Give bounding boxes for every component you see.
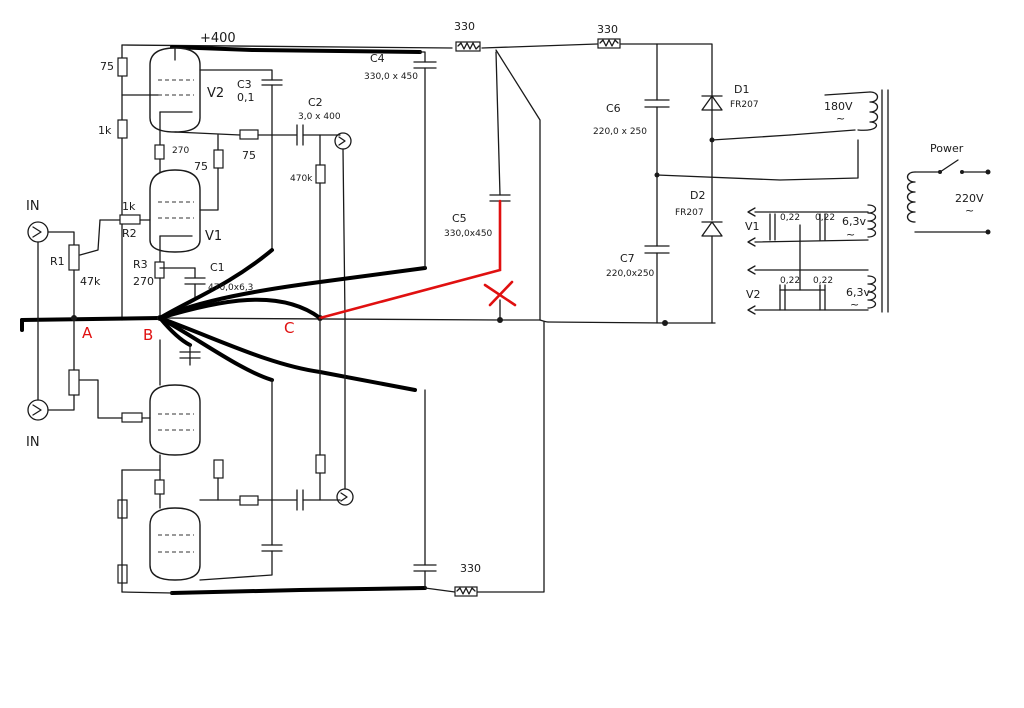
label-r2: R2 [122,227,137,240]
label-c5-val: 330,0x450 [444,229,493,239]
label-point-b: B [143,326,153,344]
resistor-75-v2 [117,57,128,77]
resistor-r1 [68,244,80,271]
heater-coil-v2 [867,275,877,309]
label-v2: V2 [207,86,224,101]
label-mains-220v: 220V [955,192,984,205]
label-secondary-180v: 180V [824,100,853,113]
diode-d2 [701,221,723,237]
resistor-270-lower [154,479,165,495]
output-jack-top [334,132,352,150]
resistor-330-lower [454,586,478,597]
label-in-top: IN [26,199,40,214]
ground-bus [20,315,716,332]
label-d1-val: FR207 [730,100,759,110]
label-c6-val: 220,0 x 250 [593,127,647,137]
label-r1: R1 [50,255,65,268]
label-heater-v1: V1 [745,220,760,233]
top-supply-rail [121,38,713,93]
label-in-bottom: IN [26,435,40,450]
label-point-a: A [82,324,93,342]
label-cap-022-c: 0,22 [780,276,800,286]
resistor-75-mid [213,149,224,169]
resistor-470k-top [315,164,326,184]
label-point-c: C [284,319,294,337]
label-tilde-180v: ~ [836,112,845,125]
label-r2-val: 1k [122,200,136,213]
label-r-75-top: 75 [100,60,114,73]
label-c3: C3 [237,78,252,91]
resistor-r1-lower [68,369,80,396]
label-c2: C2 [308,96,323,109]
resistor-1k-v2 [117,119,128,139]
resistor-270-v2 [154,144,165,160]
label-c4: C4 [370,52,385,65]
primary-coil [906,171,916,223]
resistor-330-top-b [597,38,621,49]
resistor-330-top-a [455,41,481,52]
tube-v2 [149,47,201,133]
label-d2: D2 [690,189,705,202]
red-cross-mark [483,280,517,307]
tube-lower-1 [149,384,201,456]
label-c7-val: 220,0x250 [606,269,655,279]
label-cap-022-a: 0,22 [780,213,800,223]
resistor-r3 [154,261,165,279]
label-c2-val: 3,0 x 400 [298,112,341,122]
label-r-330-b: 330 [597,23,618,36]
label-c4-val: 330,0 x 450 [364,72,418,82]
label-r-330-c: 330 [460,562,481,575]
label-c7: C7 [620,252,635,265]
resistor-470k-lower [315,454,326,474]
input-jack-bottom [27,399,49,421]
label-power: Power [930,142,964,155]
label-r1-val: 47k [80,275,101,288]
label-r-1k-v2: 1k [98,124,112,137]
resistor-r2 [119,214,141,225]
label-tilde-63-b: ~ [850,298,859,311]
label-r-470k: 470k [290,174,313,184]
label-heater-63-a: 6,3v [842,215,866,228]
label-v1: V1 [205,229,222,244]
lower-supply-thick [170,586,427,595]
label-r-75-mid: 75 [194,160,208,173]
input-jack-top [27,221,49,243]
resistor-75-lower-c [213,459,224,479]
resistor-75-grid-lower [239,495,259,506]
label-r-330-a: 330 [454,20,475,33]
label-r3-val: 270 [133,275,154,288]
label-c5: C5 [452,212,467,225]
label-r-270-top: 270 [172,146,189,156]
label-cap-022-d: 0,22 [813,276,833,286]
label-r-75-grid: 75 [242,149,256,162]
heater-coil-v1 [867,204,877,238]
label-d1: D1 [734,83,749,96]
label-c1-val: 470,0x6,3 [208,283,253,293]
star-ground-wires [158,248,427,392]
label-cap-022-b: 0,22 [815,213,835,223]
secondary-180v-coil [857,91,879,131]
label-r3: R3 [133,258,148,271]
label-heater-v2: V2 [746,288,761,301]
label-tilde-220v: ~ [965,204,974,217]
label-heater-63-b: 6,3v [846,286,870,299]
label-d2-val: FR207 [675,208,704,218]
output-jack-bottom [336,488,354,506]
label-supply-400: +400 [200,31,236,46]
resistor-75-grid [239,129,259,140]
label-c6: C6 [606,102,621,115]
tube-v1 [149,169,201,253]
label-tilde-63-a: ~ [846,228,855,241]
label-c3-val: 0,1 [237,91,255,104]
resistor-1k-lower [121,412,143,423]
label-c1: C1 [210,261,225,274]
tube-lower-2 [149,507,201,581]
red-correction-c5 [318,199,502,320]
